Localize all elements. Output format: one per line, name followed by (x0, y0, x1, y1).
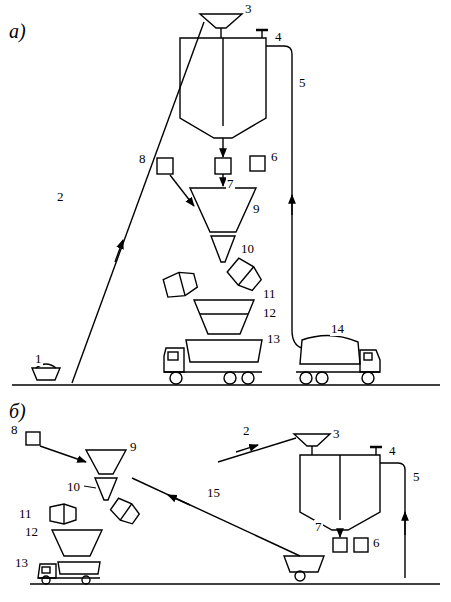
distribution-funnel (95, 478, 117, 500)
skip-bucket (284, 556, 324, 572)
callout-number: 2 (56, 190, 65, 204)
flow-arrow (291, 195, 292, 215)
flow-arrow (115, 240, 123, 262)
callout-number: 7 (226, 177, 235, 191)
skip-conveyor (132, 478, 300, 556)
storage-silo (300, 455, 380, 530)
flow-arrow (40, 446, 86, 462)
ground-line (30, 583, 440, 584)
callout-number: 9 (129, 440, 138, 454)
callout-number: 12 (24, 525, 39, 539)
cement-truck (296, 335, 380, 384)
callout-number: 1 (34, 352, 43, 366)
mixer-drum (225, 256, 264, 294)
silo-partition (222, 38, 223, 126)
leader-line (84, 486, 96, 488)
callout-number: 5 (412, 470, 421, 484)
callout-number: 11 (262, 287, 277, 301)
distribution-funnel (211, 236, 235, 262)
receiving-hopper (294, 434, 330, 446)
dispenser-box (26, 432, 40, 445)
flow-arrow (168, 495, 190, 505)
callout-number: 2 (242, 424, 251, 438)
callout-number: 4 (388, 444, 397, 458)
storage-silo (180, 38, 266, 138)
dispensing-hopper (194, 300, 254, 334)
dispenser-box (354, 538, 368, 552)
callout-number: 7 (314, 520, 323, 534)
dispensing-hopper (52, 530, 102, 556)
callout-number: 8 (138, 152, 147, 166)
callout-number: 5 (298, 76, 307, 90)
mixer-drum (162, 269, 198, 300)
callout-number: 4 (274, 30, 283, 44)
feed-spout (311, 446, 312, 455)
dispenser-box (250, 156, 265, 171)
flow-arrow (404, 512, 405, 535)
flow-arrow (222, 174, 223, 186)
loader-bucket (32, 368, 60, 380)
dispenser-box (215, 158, 231, 174)
callout-number: 3 (332, 427, 341, 441)
dispenser-box (333, 538, 347, 552)
receiving-hopper (200, 14, 242, 28)
inclined-conveyor (218, 438, 296, 462)
dispenser-box (157, 158, 173, 174)
callout-number: 13 (14, 556, 29, 570)
mixer-drum (109, 496, 142, 527)
valve-handle (256, 29, 268, 32)
ground-line (12, 384, 440, 385)
flow-arrow (339, 530, 340, 537)
callout-number: 12 (262, 306, 277, 320)
callout-number: 15 (206, 486, 221, 500)
callout-number: 13 (266, 332, 281, 346)
flow-arrow (236, 445, 258, 452)
valve-handle (370, 446, 382, 449)
feed-spout (220, 28, 221, 38)
flow-arrow (222, 138, 223, 157)
pneumatic-pipe (380, 463, 405, 578)
mixer-drum (50, 504, 76, 524)
valve-stem (261, 31, 262, 38)
conveyor-pulley (295, 571, 305, 581)
inclined-conveyor (72, 22, 204, 383)
figure-letter: б) (8, 400, 27, 422)
callout-number: 11 (18, 507, 33, 521)
callout-number: 9 (252, 202, 261, 216)
callout-number: 3 (244, 2, 253, 16)
silo-partition (339, 455, 340, 520)
dump-truck (38, 562, 100, 584)
callout-number: 6 (270, 150, 279, 164)
callout-number: 10 (240, 242, 255, 256)
valve-stem (375, 448, 376, 455)
pneumatic-pipe (266, 46, 302, 348)
callout-number: 10 (66, 480, 81, 494)
collecting-hopper (190, 188, 256, 232)
callout-number: 8 (10, 423, 19, 437)
figure-letter: а) (8, 20, 27, 42)
dump-truck (164, 340, 262, 384)
hopper-rim (200, 313, 248, 314)
callout-number: 6 (372, 536, 381, 550)
collecting-hopper (86, 450, 126, 474)
callout-number: 14 (330, 322, 345, 336)
